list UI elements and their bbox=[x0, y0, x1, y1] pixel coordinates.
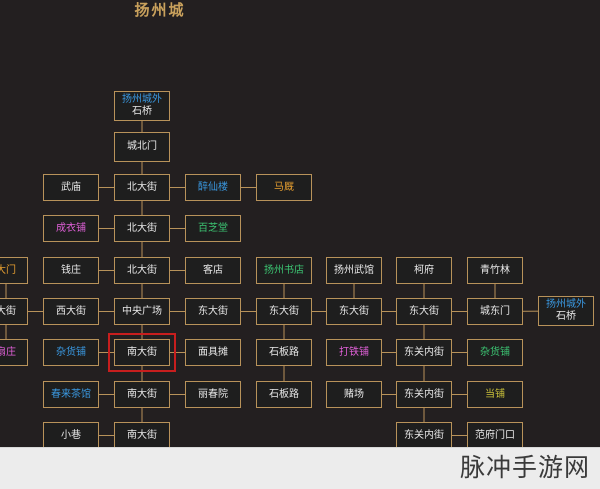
map-room-n05[interactable]: 醉仙楼 bbox=[185, 174, 241, 201]
room-label: 青竹林 bbox=[480, 264, 510, 276]
room-label: 城北门 bbox=[127, 141, 157, 152]
room-label: 春来茶馆 bbox=[51, 388, 91, 400]
map-room-n16[interactable]: 柯府 bbox=[396, 257, 452, 284]
room-label: 打铁铺 bbox=[339, 346, 369, 358]
room-label: 北大街 bbox=[127, 264, 157, 276]
room-label: 中央广场 bbox=[122, 305, 162, 317]
room-label: 醉仙楼 bbox=[198, 181, 228, 193]
map-room-n41[interactable]: 当铺 bbox=[467, 381, 523, 408]
map-room-n29-current-location[interactable]: 南大街 bbox=[108, 333, 176, 372]
map-room-n09[interactable]: 百芝堂 bbox=[185, 215, 241, 242]
map-room-n39[interactable]: 赌场 bbox=[326, 381, 382, 408]
map-room-n11[interactable]: 钱庄 bbox=[43, 257, 99, 284]
map-room-n01[interactable]: 扬州城外石桥 bbox=[114, 91, 170, 121]
map-room-n26[interactable]: 扬州城外石桥 bbox=[538, 296, 594, 326]
footer-bar: 脉冲手游网 bbox=[0, 447, 600, 489]
room-label: 大街 bbox=[0, 305, 16, 317]
map-room-n20[interactable]: 中央广场 bbox=[114, 298, 170, 325]
map-room-n04[interactable]: 北大街 bbox=[114, 174, 170, 201]
room-label: 杂货铺 bbox=[56, 346, 86, 358]
room-label: 石板路 bbox=[269, 388, 299, 400]
room-label: 东关内街 bbox=[404, 388, 444, 400]
room-label: 扬州城外 bbox=[122, 94, 162, 105]
map-room-n17[interactable]: 青竹林 bbox=[467, 257, 523, 284]
room-label: 南大街 bbox=[127, 429, 157, 441]
room-label: 东关内街 bbox=[404, 429, 444, 441]
room-label: 丽春院 bbox=[198, 388, 228, 400]
map-room-n07[interactable]: 成衣铺 bbox=[43, 215, 99, 242]
map-room-n34[interactable]: 杂货铺 bbox=[467, 339, 523, 366]
room-label: 南大街 bbox=[127, 346, 157, 358]
map-room-n12[interactable]: 北大街 bbox=[114, 257, 170, 284]
map-room-n30[interactable]: 面具摊 bbox=[185, 339, 241, 366]
map-room-n40[interactable]: 东关内街 bbox=[396, 381, 452, 408]
map-room-n43[interactable]: 南大街 bbox=[114, 422, 170, 449]
room-label: 当铺 bbox=[485, 388, 505, 400]
room-label: 西大街 bbox=[56, 305, 86, 317]
map-room-n38[interactable]: 石板路 bbox=[256, 381, 312, 408]
map-room-n23[interactable]: 东大街 bbox=[326, 298, 382, 325]
room-label: 东大街 bbox=[339, 305, 369, 317]
map-room-n31[interactable]: 石板路 bbox=[256, 339, 312, 366]
map-room-n08[interactable]: 北大街 bbox=[114, 215, 170, 242]
room-label: 大门 bbox=[0, 264, 16, 276]
map-room-n13[interactable]: 客店 bbox=[185, 257, 241, 284]
room-label: 范府门口 bbox=[475, 429, 515, 441]
room-label: 东大街 bbox=[269, 305, 299, 317]
map-room-n10[interactable]: 大门 bbox=[0, 257, 28, 284]
room-label: 客店 bbox=[203, 264, 223, 276]
map-room-n44[interactable]: 东关内街 bbox=[396, 422, 452, 449]
map-room-n14[interactable]: 扬州书店 bbox=[256, 257, 312, 284]
map-room-n33[interactable]: 东关内街 bbox=[396, 339, 452, 366]
room-sublabel: 石桥 bbox=[132, 106, 152, 117]
map-room-n37[interactable]: 丽春院 bbox=[185, 381, 241, 408]
room-label: 城东门 bbox=[480, 305, 510, 317]
room-label: 马厩 bbox=[274, 181, 294, 193]
map-room-n45[interactable]: 范府门口 bbox=[467, 422, 523, 449]
room-label: 柯府 bbox=[414, 264, 434, 276]
room-label: 东关内街 bbox=[404, 346, 444, 358]
map-room-n28[interactable]: 杂货铺 bbox=[43, 339, 99, 366]
map-room-n24[interactable]: 东大街 bbox=[396, 298, 452, 325]
room-label: 东大街 bbox=[409, 305, 439, 317]
map-room-n06[interactable]: 马厩 bbox=[256, 174, 312, 201]
room-label: 杂货铺 bbox=[480, 346, 510, 358]
room-sublabel: 石桥 bbox=[556, 311, 576, 322]
room-label: 赌场 bbox=[344, 388, 364, 400]
map-room-n27[interactable]: 扇庄 bbox=[0, 339, 28, 366]
map-room-n18[interactable]: 大街 bbox=[0, 298, 28, 325]
room-label: 成衣铺 bbox=[56, 222, 86, 234]
map-room-n19[interactable]: 西大街 bbox=[43, 298, 99, 325]
watermark-text: 脉冲手游网 bbox=[459, 453, 590, 482]
map-room-n21[interactable]: 东大街 bbox=[185, 298, 241, 325]
room-label: 北大街 bbox=[127, 181, 157, 193]
map-room-n02[interactable]: 城北门 bbox=[114, 132, 170, 162]
map-room-n35[interactable]: 春来茶馆 bbox=[43, 381, 99, 408]
map-room-n42[interactable]: 小巷 bbox=[43, 422, 99, 449]
map-room-n25[interactable]: 城东门 bbox=[467, 298, 523, 325]
room-label: 南大街 bbox=[127, 388, 157, 400]
room-label: 武庙 bbox=[61, 181, 81, 193]
room-label: 北大街 bbox=[127, 222, 157, 234]
room-label: 东大街 bbox=[198, 305, 228, 317]
room-label: 扬州武馆 bbox=[334, 264, 374, 276]
map-room-n15[interactable]: 扬州武馆 bbox=[326, 257, 382, 284]
map-room-n32[interactable]: 打铁铺 bbox=[326, 339, 382, 366]
map-title: 扬州城 bbox=[134, 1, 186, 19]
room-label: 小巷 bbox=[61, 429, 81, 441]
map-room-n36[interactable]: 南大街 bbox=[114, 381, 170, 408]
room-label: 扇庄 bbox=[0, 346, 16, 358]
room-label: 扬州城外 bbox=[546, 299, 586, 310]
room-label: 钱庄 bbox=[61, 264, 81, 276]
room-label: 面具摊 bbox=[198, 346, 228, 358]
map-room-n22[interactable]: 东大街 bbox=[256, 298, 312, 325]
room-label: 扬州书店 bbox=[264, 264, 304, 276]
room-label: 石板路 bbox=[269, 346, 299, 358]
room-label: 百芝堂 bbox=[198, 222, 228, 234]
map-room-n03[interactable]: 武庙 bbox=[43, 174, 99, 201]
